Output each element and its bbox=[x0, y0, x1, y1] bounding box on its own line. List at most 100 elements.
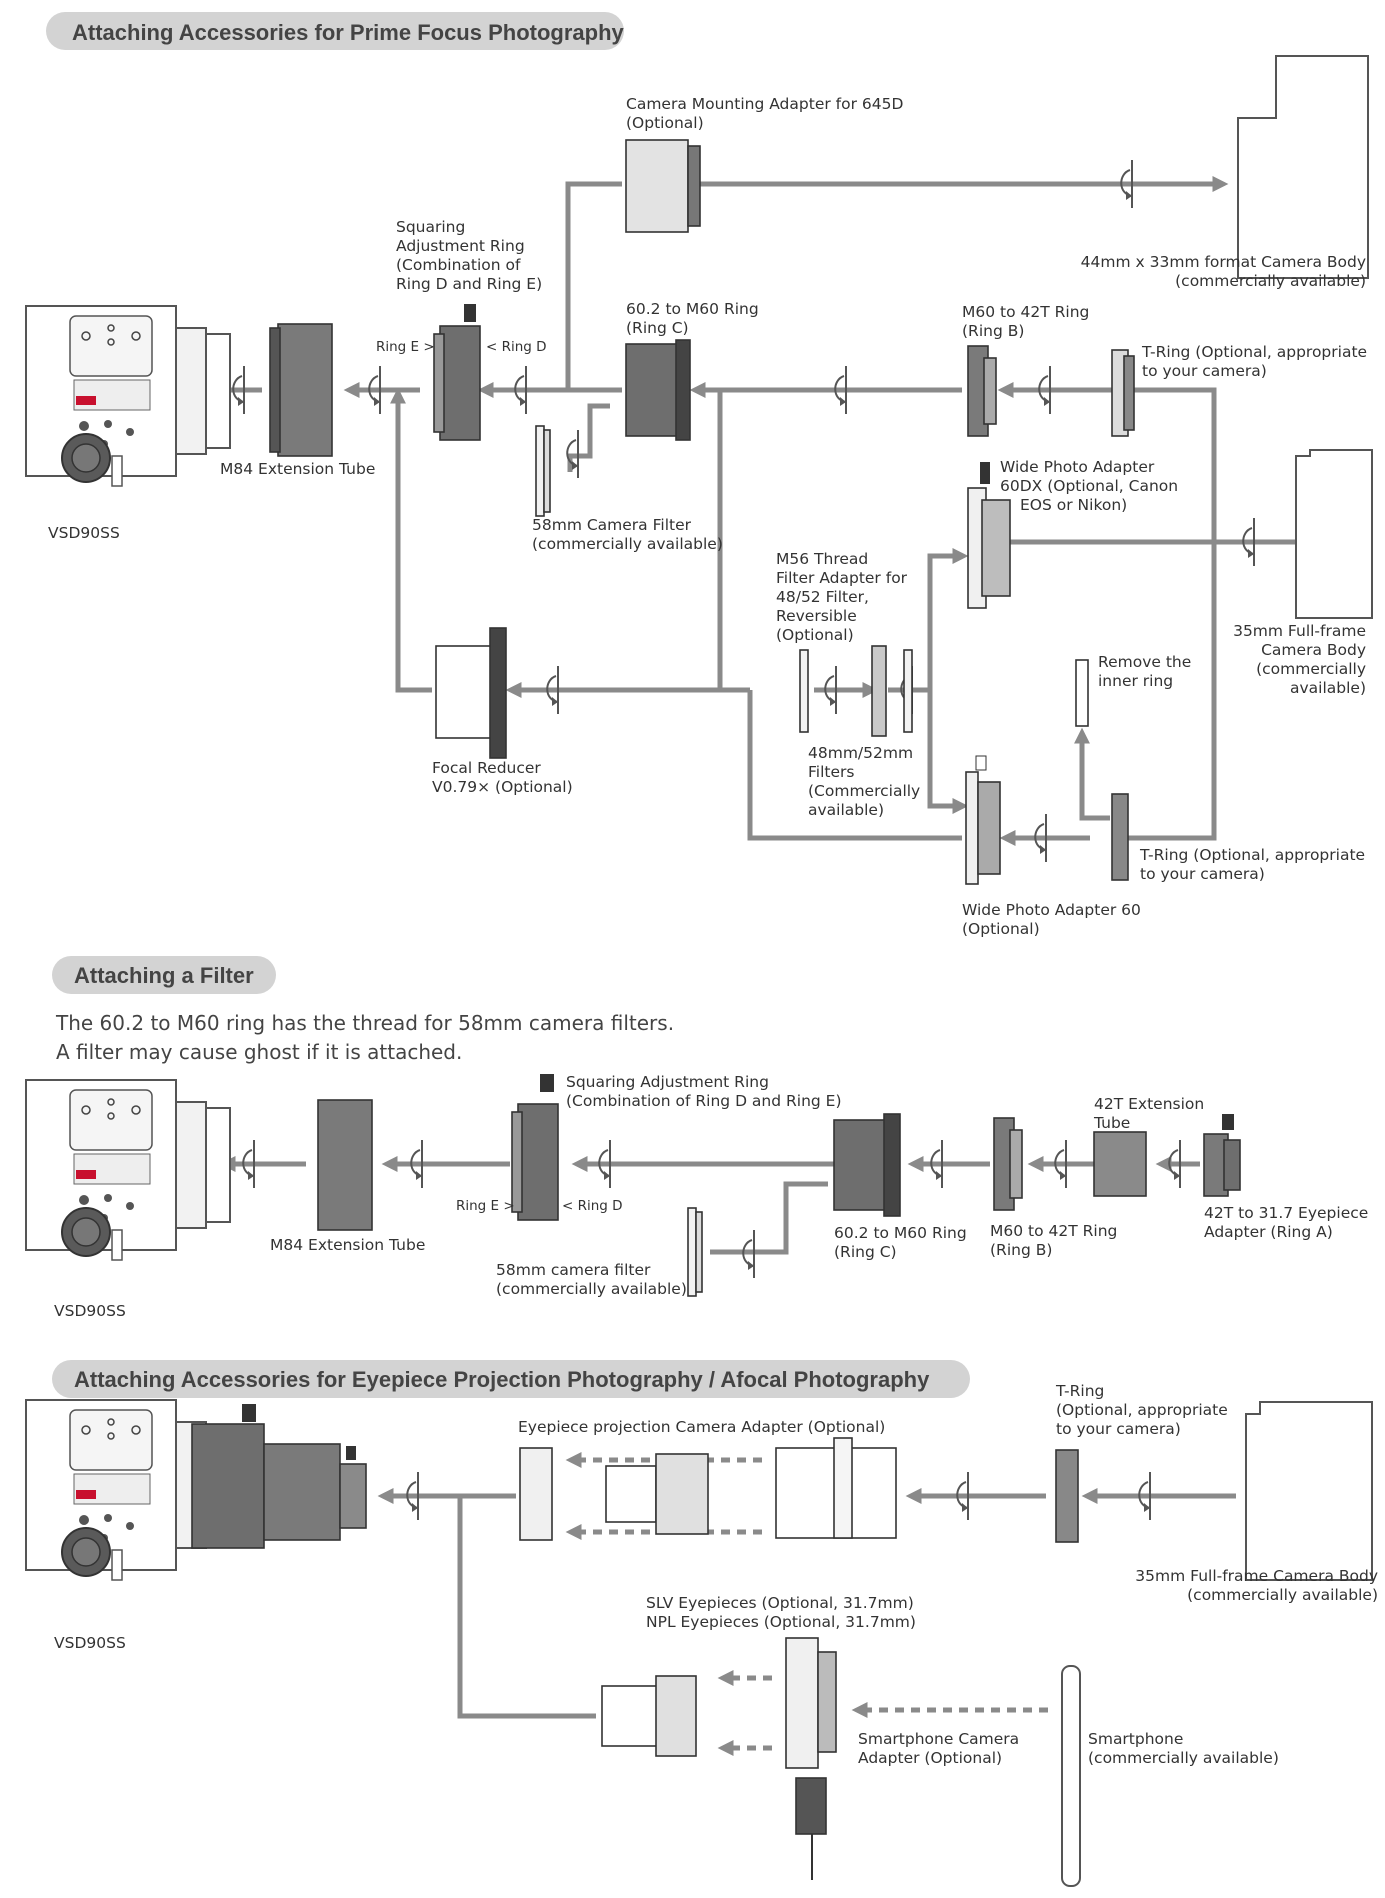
label-35mm-camera-body-3: 35mm Full-frame Camera Body (commerciall… bbox=[1135, 1567, 1378, 1604]
label-smartphone-adapter: Smartphone Camera Adapter (Optional) bbox=[858, 1730, 1019, 1767]
svg-text:M84 Extension Tube: M84 Extension Tube bbox=[220, 460, 375, 478]
section-filter: Attaching a Filter The 60.2 to M60 ring … bbox=[25, 956, 1368, 1320]
label-smartphone: Smartphone (commercially available) bbox=[1088, 1730, 1279, 1767]
svg-text:M56 Thread: M56 Thread bbox=[776, 550, 868, 568]
label-squaring-ring-1: Squaring Adjustment Ring (Combination of… bbox=[396, 218, 542, 293]
svg-text:to your camera): to your camera) bbox=[1140, 865, 1265, 883]
svg-text:T-Ring: T-Ring bbox=[1055, 1382, 1104, 1400]
section-title-filter: Attaching a Filter bbox=[74, 963, 254, 988]
svg-text:Remove the: Remove the bbox=[1098, 653, 1191, 671]
label-telescope-1: VSD90SS bbox=[48, 524, 120, 542]
svg-text:M60 to 42T Ring: M60 to 42T Ring bbox=[990, 1222, 1117, 1240]
label-ring-a: 42T to 31.7 Eyepiece Adapter (Ring A) bbox=[1204, 1204, 1368, 1241]
label-ring-e-2: Ring E > bbox=[456, 1198, 515, 1214]
svg-text:inner ring: inner ring bbox=[1098, 672, 1173, 690]
svg-text:(Optional): (Optional) bbox=[626, 114, 704, 132]
svg-text:T-Ring (Optional, appropriate: T-Ring (Optional, appropriate bbox=[1141, 343, 1367, 361]
filter-intro-line-2: A filter may cause ghost if it is attach… bbox=[56, 1040, 462, 1064]
label-ring-d-1: < Ring D bbox=[486, 339, 547, 355]
svg-text:Adjustment Ring: Adjustment Ring bbox=[396, 237, 525, 255]
svg-text:Ring D and Ring E): Ring D and Ring E) bbox=[396, 275, 542, 293]
svg-text:(Ring B): (Ring B) bbox=[990, 1241, 1052, 1259]
svg-text:Adapter (Ring A): Adapter (Ring A) bbox=[1204, 1223, 1333, 1241]
label-35mm-camera-body-1: 35mm Full-frame Camera Body (commerciall… bbox=[1233, 622, 1366, 697]
section-eyepiece: Attaching Accessories for Eyepiece Proje… bbox=[25, 1360, 1378, 1887]
label-t-ring-2: T-Ring (Optional, appropriate to your ca… bbox=[1139, 846, 1365, 883]
svg-text:58mm camera filter: 58mm camera filter bbox=[496, 1261, 651, 1279]
svg-text:60DX (Optional, Canon: 60DX (Optional, Canon bbox=[1000, 477, 1178, 495]
svg-text:to your camera): to your camera) bbox=[1142, 362, 1267, 380]
label-ring-d-2: < Ring D bbox=[562, 1198, 623, 1214]
svg-text:T-Ring (Optional, appropriate: T-Ring (Optional, appropriate bbox=[1139, 846, 1365, 864]
svg-text:35mm Full-frame: 35mm Full-frame bbox=[1233, 622, 1366, 640]
svg-text:SLV Eyepieces (Optional, 31.7m: SLV Eyepieces (Optional, 31.7mm) bbox=[646, 1594, 914, 1612]
label-ring-b-1: M60 to 42T Ring (Ring B) bbox=[962, 303, 1089, 340]
svg-text:60.2 to M60 Ring: 60.2 to M60 Ring bbox=[626, 300, 759, 318]
svg-text:(commercially available): (commercially available) bbox=[496, 1280, 687, 1298]
label-telescope-2: VSD90SS bbox=[54, 1302, 126, 1320]
svg-text:58mm Camera Filter: 58mm Camera Filter bbox=[532, 516, 692, 534]
svg-text:V0.79× (Optional): V0.79× (Optional) bbox=[432, 778, 573, 796]
svg-text:Wide Photo Adapter 60: Wide Photo Adapter 60 bbox=[962, 901, 1141, 919]
svg-text:Squaring: Squaring bbox=[396, 218, 465, 236]
label-ring-b-2: M60 to 42T Ring (Ring B) bbox=[990, 1222, 1117, 1259]
svg-text:(Combination of Ring D and Rin: (Combination of Ring D and Ring E) bbox=[566, 1092, 842, 1110]
svg-text:available): available) bbox=[1290, 679, 1366, 697]
section-title-eyepiece: Attaching Accessories for Eyepiece Proje… bbox=[74, 1367, 930, 1392]
telescope-illustration-1 bbox=[25, 305, 231, 487]
label-58mm-filter-2: 58mm camera filter (commercially availab… bbox=[496, 1261, 687, 1298]
label-645d-adapter: Camera Mounting Adapter for 645D (Option… bbox=[626, 95, 903, 132]
label-m84-extension-tube-2: M84 Extension Tube bbox=[270, 1236, 425, 1254]
label-ring-c-1: 60.2 to M60 Ring (Ring C) bbox=[626, 300, 759, 337]
label-m84-extension-tube-1: M84 Extension Tube bbox=[220, 460, 375, 478]
filter-intro-line-1: The 60.2 to M60 ring has the thread for … bbox=[55, 1011, 674, 1035]
label-58mm-filter-1: 58mm Camera Filter (commercially availab… bbox=[532, 516, 723, 553]
svg-text:Squaring Adjustment Ring: Squaring Adjustment Ring bbox=[566, 1073, 769, 1091]
svg-text:(commercially available): (commercially available) bbox=[532, 535, 723, 553]
svg-text:(Ring C): (Ring C) bbox=[626, 319, 689, 337]
label-t-ring-3: T-Ring (Optional, appropriate to your ca… bbox=[1055, 1382, 1228, 1438]
label-wide-photo-adapter-60dx: Wide Photo Adapter 60DX (Optional, Canon… bbox=[1000, 458, 1178, 514]
label-focal-reducer: Focal Reducer V0.79× (Optional) bbox=[432, 759, 573, 796]
svg-text:42T to 31.7 Eyepiece: 42T to 31.7 Eyepiece bbox=[1204, 1204, 1368, 1222]
svg-text:(commercially available): (commercially available) bbox=[1175, 272, 1366, 290]
section-prime-focus: Attaching Accessories for Prime Focus Ph… bbox=[25, 12, 1373, 938]
svg-text:Filters: Filters bbox=[808, 763, 854, 781]
svg-text:(Commercially: (Commercially bbox=[808, 782, 920, 800]
svg-text:42T Extension: 42T Extension bbox=[1094, 1095, 1204, 1113]
svg-text:35mm Full-frame Camera Body: 35mm Full-frame Camera Body bbox=[1135, 1567, 1378, 1585]
svg-text:48mm/52mm: 48mm/52mm bbox=[808, 744, 913, 762]
svg-text:Filter Adapter for: Filter Adapter for bbox=[776, 569, 908, 587]
svg-text:(Optional, appropriate: (Optional, appropriate bbox=[1056, 1401, 1228, 1419]
telescope-illustration-2 bbox=[25, 1079, 231, 1261]
svg-text:(Ring C): (Ring C) bbox=[834, 1243, 897, 1261]
label-ring-e-1: Ring E > bbox=[376, 339, 435, 355]
svg-text:M60 to 42T Ring: M60 to 42T Ring bbox=[962, 303, 1089, 321]
svg-text:Tube: Tube bbox=[1093, 1114, 1130, 1132]
svg-text:Adapter (Optional): Adapter (Optional) bbox=[858, 1749, 1002, 1767]
section-pill-eyepiece bbox=[52, 1360, 970, 1398]
svg-text:Focal Reducer: Focal Reducer bbox=[432, 759, 541, 777]
label-eyepiece-projection-adapter: Eyepiece projection Camera Adapter (Opti… bbox=[518, 1418, 885, 1436]
svg-text:Reversible: Reversible bbox=[776, 607, 857, 625]
label-ring-c-2: 60.2 to M60 Ring (Ring C) bbox=[834, 1224, 967, 1261]
svg-text:60.2 to M60 Ring: 60.2 to M60 Ring bbox=[834, 1224, 967, 1242]
svg-text:(Ring B): (Ring B) bbox=[962, 322, 1024, 340]
svg-text:(Optional): (Optional) bbox=[962, 920, 1040, 938]
svg-text:Camera Mounting Adapter for 64: Camera Mounting Adapter for 645D bbox=[626, 95, 903, 113]
svg-text:available): available) bbox=[808, 801, 884, 819]
svg-text:Wide Photo Adapter: Wide Photo Adapter bbox=[1000, 458, 1155, 476]
svg-text:48/52 Filter,: 48/52 Filter, bbox=[776, 588, 869, 606]
label-42t-extension-tube: 42T Extension Tube bbox=[1093, 1095, 1204, 1132]
label-wide-photo-adapter-60: Wide Photo Adapter 60 (Optional) bbox=[962, 901, 1141, 938]
label-squaring-ring-2: Squaring Adjustment Ring (Combination of… bbox=[566, 1073, 842, 1110]
svg-text:Camera Body: Camera Body bbox=[1261, 641, 1366, 659]
svg-text:(Optional): (Optional) bbox=[776, 626, 854, 644]
section-pill-filter bbox=[52, 956, 276, 994]
section-title-prime-focus: Attaching Accessories for Prime Focus Ph… bbox=[72, 20, 625, 45]
label-eyepieces: SLV Eyepieces (Optional, 31.7mm) NPL Eye… bbox=[646, 1594, 916, 1631]
svg-text:44mm x 33mm format Camera Body: 44mm x 33mm format Camera Body bbox=[1081, 253, 1366, 271]
label-remove-inner-ring: Remove the inner ring bbox=[1098, 653, 1191, 690]
label-m56-filter-adapter: M56 Thread Filter Adapter for 48/52 Filt… bbox=[776, 550, 908, 644]
